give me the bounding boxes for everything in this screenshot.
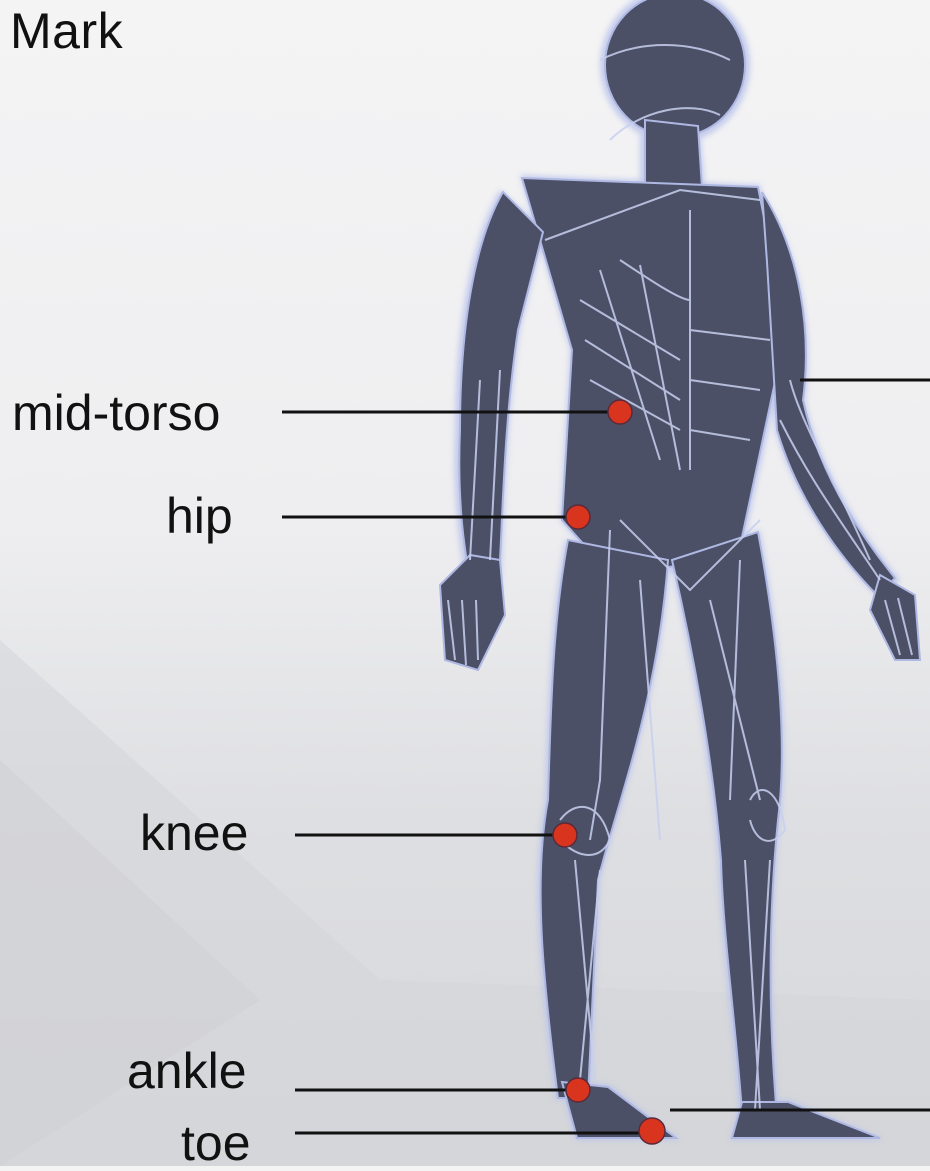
page-title: Mark bbox=[10, 3, 124, 59]
label-mid-torso: mid-torso bbox=[12, 385, 221, 441]
label-hip: hip bbox=[166, 488, 233, 544]
marker-dot-hip bbox=[565, 504, 591, 530]
label-toe: toe bbox=[181, 1115, 251, 1171]
body-silhouette bbox=[438, 0, 922, 1140]
label-knee: knee bbox=[140, 805, 249, 861]
marker-dot-toe bbox=[638, 1117, 666, 1145]
marker-dot-knee bbox=[552, 822, 578, 848]
marker-dot-mid-torso bbox=[607, 399, 633, 425]
label-ankle: ankle bbox=[127, 1043, 247, 1099]
marker-dot-ankle bbox=[565, 1077, 591, 1103]
